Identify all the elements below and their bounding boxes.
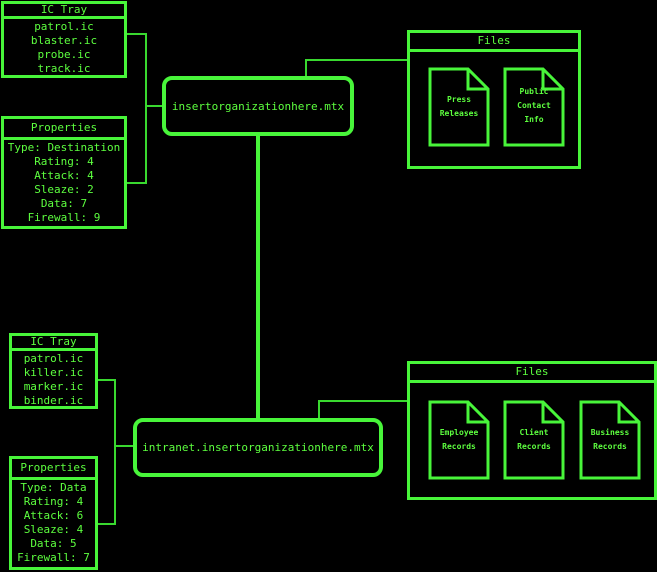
connector-top-node-files-h — [305, 59, 409, 61]
top-properties-title: Properties — [4, 119, 124, 140]
file-label: Public Contact Info — [517, 87, 551, 124]
bottom-prop-item: Type: Data — [20, 481, 87, 494]
file-icon[interactable]: Employee Records — [428, 400, 490, 480]
bottom-properties-title: Properties — [12, 459, 95, 480]
top-ic-item: track.ic — [37, 62, 91, 75]
top-ic-tray-panel: IC Tray patrol.ic blaster.ic probe.ic tr… — [1, 1, 127, 78]
file-icon[interactable]: Public Contact Info — [503, 67, 565, 147]
bottom-ic-item: patrol.ic — [23, 352, 84, 365]
top-properties-panel: Properties Type: Destination Rating: 4 A… — [1, 116, 127, 229]
file-icon[interactable]: Business Records — [579, 400, 641, 480]
top-ic-item: patrol.ic — [34, 20, 94, 33]
top-ic-tray-title: IC Tray — [4, 4, 124, 19]
connector-bottom-to-node — [114, 445, 136, 447]
bottom-host-node[interactable]: intranet.insertorganizationhere.mtx — [133, 418, 383, 477]
top-ic-item: probe.ic — [37, 48, 91, 61]
bottom-host-label: intranet.insertorganizationhere.mtx — [142, 441, 374, 454]
top-files-title: Files — [410, 33, 578, 52]
connector-top-node-files-v — [305, 59, 307, 78]
bottom-files-title: Files — [410, 364, 654, 383]
connector-top-ictray — [126, 33, 147, 35]
file-icon[interactable]: Client Records — [503, 400, 565, 480]
connector-bottom-left-vertical — [114, 379, 116, 525]
bottom-ic-item: binder.ic — [23, 394, 84, 407]
bottom-ic-item: killer.ic — [23, 366, 84, 379]
connector-bottom-node-files-h — [318, 400, 409, 402]
top-prop-item: Firewall: 9 — [27, 211, 101, 224]
top-prop-item: Type: Destination — [7, 141, 121, 154]
bottom-ic-item: marker.ic — [23, 380, 84, 393]
top-prop-item: Rating: 4 — [34, 155, 94, 168]
node-link — [256, 133, 260, 421]
top-ic-item: blaster.ic — [30, 34, 98, 47]
file-label: Business Records — [590, 428, 630, 451]
top-prop-item: Data: 7 — [40, 197, 88, 210]
file-label: Employee Records — [439, 428, 479, 451]
top-host-label: insertorganizationhere.mtx — [171, 99, 345, 113]
bottom-ic-tray-title: IC Tray — [12, 336, 95, 351]
bottom-prop-item: Data: 5 — [30, 537, 77, 550]
file-label: Client Records — [517, 428, 551, 451]
bottom-prop-item: Firewall: 7 — [17, 551, 90, 564]
bottom-prop-item: Rating: 4 — [23, 495, 84, 508]
top-host-node[interactable]: insertorganizationhere.mtx — [162, 76, 354, 136]
top-prop-item: Attack: 4 — [34, 169, 94, 182]
bottom-files-panel: Files Employee Records Client Records Bu… — [407, 361, 657, 500]
file-label: Press Releases — [439, 95, 479, 118]
connector-top-to-node — [145, 105, 165, 107]
connector-bottom-properties — [97, 523, 116, 525]
connector-bottom-ictray — [97, 379, 116, 381]
connector-top-properties — [126, 182, 147, 184]
connector-top-left-vertical — [145, 33, 147, 184]
bottom-ic-tray-panel: IC Tray patrol.ic killer.ic marker.ic bi… — [9, 333, 98, 409]
top-files-panel: Files Press Releases Public Contact Info — [407, 30, 581, 169]
bottom-properties-panel: Properties Type: Data Rating: 4 Attack: … — [9, 456, 98, 570]
top-prop-item: Sleaze: 2 — [34, 183, 94, 196]
bottom-prop-item: Sleaze: 4 — [23, 523, 84, 536]
connector-bottom-node-files-v — [318, 400, 320, 421]
bottom-prop-item: Attack: 6 — [23, 509, 84, 522]
file-icon[interactable]: Press Releases — [428, 67, 490, 147]
